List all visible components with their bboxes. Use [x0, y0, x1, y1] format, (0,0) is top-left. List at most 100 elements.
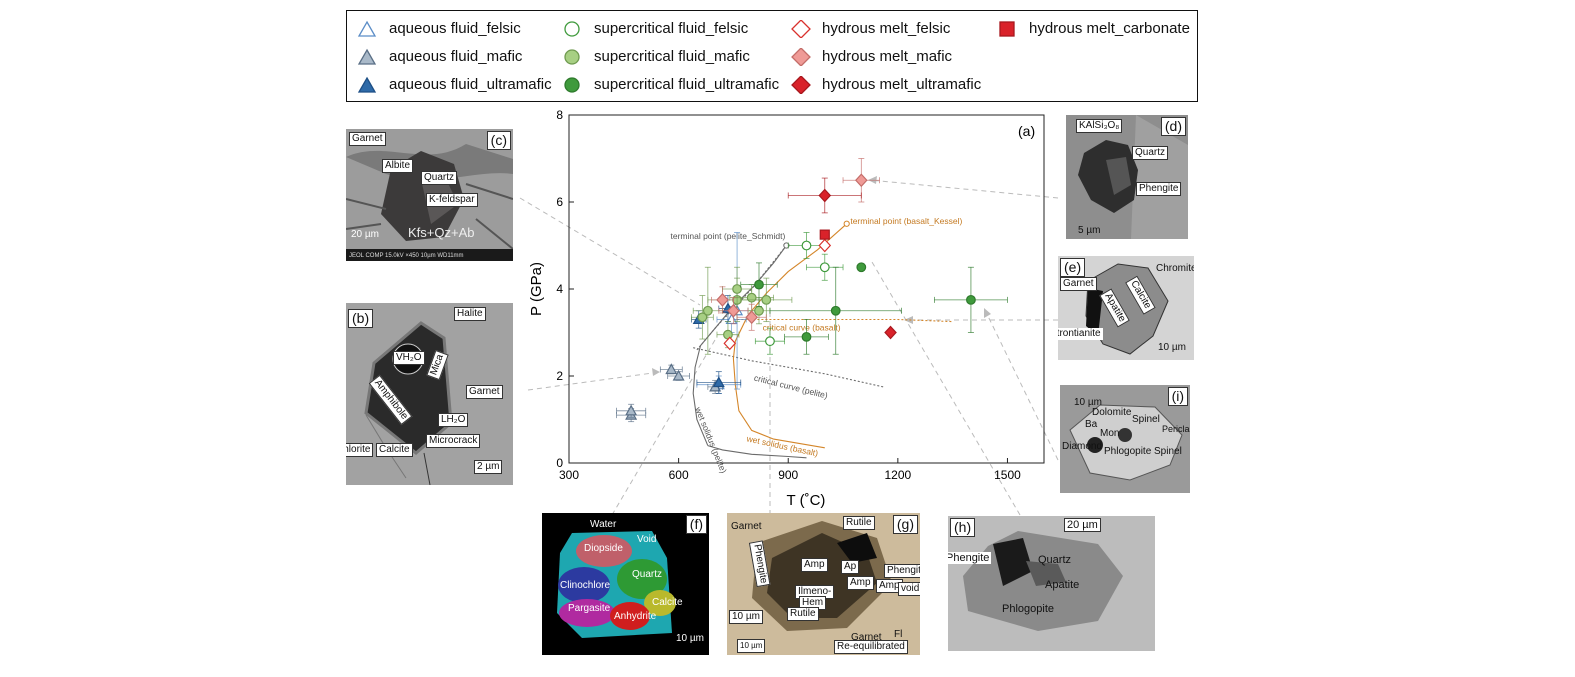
label-vapor-h2o: VH₂O — [393, 351, 425, 365]
inset-c-tag: (c) — [486, 131, 511, 150]
label-liquid-h2o: LH₂O — [438, 413, 469, 427]
legend-label: hydrous melt_mafic — [822, 48, 953, 65]
scale-bar-label: 5 µm — [1078, 225, 1101, 236]
data-point-triangle — [712, 376, 725, 388]
label-garnet: Garnet — [349, 132, 386, 146]
data-point-circle — [765, 336, 775, 347]
label-clinochlore: Clinochlore — [560, 580, 611, 591]
data-point-circle — [966, 294, 976, 305]
inset-c-sem-image: (c) Garnet Albite Quartz K-feldspar Kfs+… — [346, 129, 513, 261]
label-phengite: Phengite — [948, 552, 992, 564]
inset-d-texture — [1066, 115, 1188, 239]
series-hydrous-melt-felsic — [723, 238, 832, 351]
data-point-circle — [761, 294, 772, 305]
curve-labels: terminal point (pelite_Schmidt) terminal… — [670, 216, 962, 475]
label-pargasite: Pargasite — [568, 603, 611, 614]
label-ba: Ba — [1085, 419, 1098, 430]
inset-i-sem-image: (i) 10 µm Dolomite Ba Mon Spinel Pericla… — [1060, 385, 1190, 493]
label-spinel: Spinel — [1132, 414, 1160, 425]
label-mon: Mon — [1100, 428, 1120, 439]
data-point-triangle — [665, 363, 678, 375]
x-axis-label: T (˚C) — [787, 492, 826, 509]
y-tick-label: 2 — [556, 369, 563, 383]
inset-e-tag: (e) — [1060, 258, 1086, 277]
scale-bar-label: 10 µm — [676, 633, 704, 644]
critical-curve-basalt-label: critical curve (basalt) — [763, 322, 841, 332]
pointer-lines — [519, 176, 1059, 516]
legend-label: hydrous melt_ultramafic — [822, 76, 982, 93]
label-fl: Fl — [894, 629, 903, 640]
data-point-circle — [830, 305, 841, 316]
label-quartz: Quartz — [632, 569, 663, 580]
label-garnet: Garnet — [731, 521, 762, 532]
inset-f-tag: (f) — [685, 515, 707, 534]
data-point-circle — [702, 305, 713, 316]
inset-d-sem-image: (d) KAlSi₃O₈ Quartz Phengite 5 µm — [1066, 115, 1188, 239]
label-garnet: Garnet — [466, 385, 503, 399]
data-point-diamond — [854, 173, 868, 188]
label-water: Water — [590, 519, 617, 530]
legend-label: aqueous fluid_mafic — [389, 48, 523, 65]
x-tick-label: 900 — [778, 468, 798, 482]
label-spinel-2: Spinel — [1154, 446, 1182, 457]
label-amp-2: Amp — [847, 576, 874, 590]
legend-label: supercritical fluid_ultramafic — [594, 76, 780, 93]
data-point-diamond — [727, 303, 740, 318]
series-supercritical-fluid-felsic — [754, 232, 844, 355]
data-point-circle — [801, 240, 812, 251]
label-quartz: Quartz — [421, 171, 458, 185]
data-point-circle — [856, 262, 867, 273]
scale-bar-label: 10 µm — [1158, 342, 1186, 353]
scale-bar-label: 2 µm — [474, 460, 503, 474]
label-void: void — [898, 582, 920, 596]
label-k-feldspar: K-feldspar — [426, 193, 478, 207]
scale-bar-label: 10 µm — [729, 610, 763, 624]
label-ap: Ap — [841, 560, 860, 574]
label-quartz: Quartz — [1132, 146, 1169, 160]
terminal-point-pelite-label: terminal point (pelite_Schmidt) — [670, 231, 785, 241]
label-phengite: Phengite — [1136, 182, 1182, 196]
data-point-circle — [723, 329, 733, 340]
legend-label: supercritical fluid_felsic — [594, 20, 749, 37]
series-aqueous-fluid-mafic — [616, 363, 723, 423]
label-chlorite: Chlorite — [346, 443, 374, 457]
terminal-point-basalt-label: terminal point (basalt_Kessel) — [850, 216, 962, 226]
legend-label: supercritical fluid_mafic — [594, 48, 750, 65]
wet-solidus-basalt-curve — [732, 223, 848, 449]
y-axis-label: P (GPa) — [528, 262, 545, 316]
label-phengite: Phengite — [884, 564, 920, 578]
legend-label: hydrous melt_carbonate — [1029, 20, 1190, 37]
series-supercritical-fluid-mafic — [691, 266, 793, 355]
label-garnet-2: Garnet — [851, 632, 882, 643]
inset-g-tag: (g) — [892, 515, 918, 534]
data-point-circle — [819, 262, 830, 273]
label-albite: Albite — [382, 159, 414, 173]
data-point-diamond — [723, 336, 737, 351]
sem-footer: JEOL COMP 15.0kV ×450 10µm WD11mm — [349, 253, 464, 259]
critical-curve-pelite — [693, 347, 884, 388]
series-hydrous-melt-carbonate — [819, 229, 830, 240]
label-void: Void — [637, 534, 657, 545]
data-point-circle — [732, 284, 742, 294]
data-point-diamond — [818, 188, 832, 203]
y-tick-label: 8 — [556, 108, 563, 122]
label-microcrack: Microcrack — [426, 434, 481, 448]
wet-solidus-pelite-label: wet solidus (pelite) — [693, 405, 729, 475]
label-rutile: Rutile — [843, 516, 875, 530]
scale-bar-label: 10 µm — [1074, 397, 1102, 408]
label-chromite: Chromite — [1156, 263, 1194, 274]
data-point-circle — [754, 305, 764, 316]
label-periclase: Periclase — [1162, 424, 1190, 434]
label-calcite: Calcite — [376, 443, 413, 457]
y-tick-label: 6 — [556, 195, 563, 209]
data-point-circle — [697, 312, 708, 323]
series-hydrous-melt-ultramafic — [787, 177, 897, 340]
data-point-triangle — [625, 404, 638, 416]
label-kalsi3o8: KAlSi₃O₈ — [1076, 119, 1123, 133]
inset-i-tag: (i) — [1167, 387, 1188, 406]
legend-label: aqueous fluid_ultramafic — [389, 76, 552, 93]
label-diopside: Diopside — [584, 543, 623, 554]
label-apatite: Apatite — [1045, 579, 1080, 591]
inset-e-sem-image: (e) Chromite Garnet Apatite Calcite Stro… — [1058, 256, 1194, 360]
